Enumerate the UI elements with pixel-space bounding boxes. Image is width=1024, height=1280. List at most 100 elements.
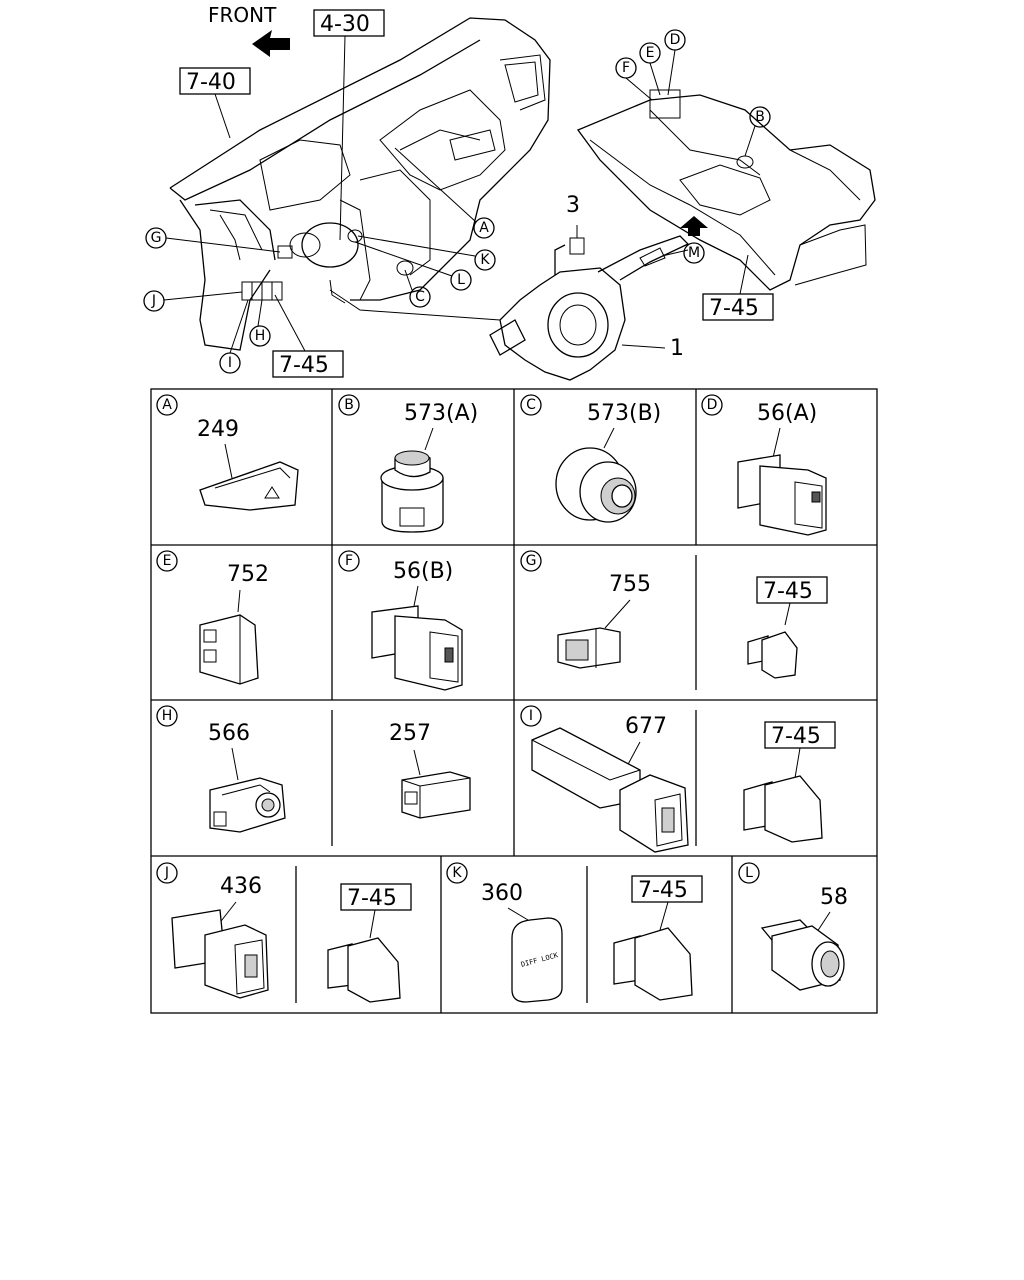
blank-switch-e-illustration bbox=[199, 614, 259, 685]
svg-text:H: H bbox=[255, 328, 266, 344]
callout-D: D bbox=[664, 29, 686, 96]
callout-E: E bbox=[639, 42, 661, 96]
diff-lock-switch-illustration: DIFF LOCK bbox=[511, 917, 563, 1003]
part-number: 257 bbox=[389, 721, 431, 746]
callout-C: C bbox=[404, 269, 431, 308]
svg-text:G: G bbox=[526, 553, 537, 569]
combination-switch-illustration: 3 1 bbox=[489, 193, 708, 381]
center-console-illustration bbox=[576, 89, 876, 295]
ref-7-45-lower: 7-45 bbox=[279, 353, 329, 378]
svg-text:A: A bbox=[479, 220, 489, 236]
part-number: 436 bbox=[220, 874, 262, 899]
callout-H: H bbox=[249, 299, 271, 347]
switch-j-illustration bbox=[171, 909, 269, 999]
part-number: 677 bbox=[625, 714, 667, 739]
svg-text:A: A bbox=[162, 397, 172, 413]
knob-switch-b-illustration bbox=[380, 450, 444, 533]
svg-text:D: D bbox=[707, 397, 718, 413]
svg-text:K: K bbox=[452, 865, 462, 881]
ref-4-30: 4-30 bbox=[320, 12, 370, 37]
cell-257: 257 bbox=[389, 721, 471, 819]
ref-7-40: 7-40 bbox=[186, 70, 236, 95]
blank-cover-illustration bbox=[747, 631, 798, 679]
ref-7-45: 7-45 bbox=[771, 724, 821, 749]
svg-text:D: D bbox=[670, 32, 681, 48]
switch-i-illustration bbox=[531, 727, 689, 853]
hazard-switch-illustration bbox=[199, 461, 299, 511]
ref-box-7-45-console bbox=[702, 293, 774, 321]
cell-C: C 573(B) bbox=[520, 394, 661, 523]
svg-text:L: L bbox=[457, 272, 465, 288]
part-3: 3 bbox=[566, 193, 580, 218]
callout-F: F bbox=[615, 57, 653, 101]
svg-text:M: M bbox=[688, 245, 700, 261]
cell-D: D 56(A) bbox=[701, 394, 827, 536]
blank-cover-illustration bbox=[613, 927, 693, 1001]
blank-cover-illustration bbox=[743, 775, 823, 843]
mirror-switch-h-illustration bbox=[209, 777, 286, 833]
svg-text:H: H bbox=[162, 708, 173, 724]
parts-grid bbox=[150, 388, 878, 1014]
callout-K: K bbox=[357, 235, 496, 271]
part-number: 56(B) bbox=[393, 559, 453, 584]
cell-blank-7-45-a: 7-45 bbox=[747, 576, 828, 679]
cell-A: A 249 bbox=[156, 394, 299, 511]
callout-I: I bbox=[219, 299, 249, 374]
callout-M: M bbox=[661, 242, 705, 264]
ref-7-45-console: 7-45 bbox=[709, 296, 759, 321]
ref-7-45: 7-45 bbox=[638, 878, 688, 903]
part-number: 58 bbox=[820, 885, 848, 910]
ref-7-45: 7-45 bbox=[347, 886, 397, 911]
svg-text:B: B bbox=[344, 397, 354, 413]
cell-B: B 573(A) bbox=[338, 394, 478, 533]
overview-illustration: FRONT 4-30 7-40 bbox=[143, 3, 876, 381]
cell-I: I 677 bbox=[520, 705, 689, 853]
part-number: 56(A) bbox=[757, 401, 817, 426]
dashboard-illustration bbox=[169, 17, 551, 351]
part-number: 360 bbox=[481, 881, 523, 906]
front-label: FRONT bbox=[208, 3, 277, 27]
cell-L: L 58 bbox=[738, 862, 848, 991]
svg-text:C: C bbox=[415, 289, 425, 305]
switch-l-illustration bbox=[760, 919, 845, 991]
cell-H: H 566 bbox=[156, 705, 286, 833]
svg-text:F: F bbox=[345, 553, 353, 569]
cell-F: F 56(B) bbox=[338, 550, 463, 691]
svg-text:I: I bbox=[228, 355, 232, 371]
knob-switch-c-illustration bbox=[555, 447, 637, 523]
svg-text:L: L bbox=[745, 865, 753, 881]
up-arrow-icon bbox=[680, 216, 708, 236]
rocker-switch-f-illustration bbox=[371, 605, 463, 691]
blank-cover-illustration bbox=[327, 937, 401, 1003]
switch-257-illustration bbox=[401, 771, 471, 819]
front-arrow-icon bbox=[252, 30, 290, 57]
svg-text:B: B bbox=[755, 109, 765, 125]
part-number: 566 bbox=[208, 721, 250, 746]
cell-blank-7-45-d: 7-45 bbox=[613, 875, 703, 1001]
part-1: 1 bbox=[670, 336, 684, 361]
svg-text:J: J bbox=[164, 865, 169, 881]
svg-text:G: G bbox=[151, 230, 162, 246]
svg-text:K: K bbox=[480, 252, 490, 268]
svg-text:E: E bbox=[163, 553, 172, 569]
hazard-triangle-icon bbox=[264, 486, 280, 499]
switch-g-illustration bbox=[557, 627, 621, 669]
cell-E: E 752 bbox=[156, 550, 269, 685]
svg-text:E: E bbox=[646, 45, 655, 61]
rocker-switch-d-illustration bbox=[737, 454, 827, 536]
cell-J: J 436 bbox=[156, 862, 269, 999]
callout-J: J bbox=[143, 290, 243, 312]
callout-L: L bbox=[354, 241, 472, 291]
ref-box-4-30 bbox=[313, 9, 385, 37]
part-number: 249 bbox=[197, 417, 239, 442]
svg-text:I: I bbox=[529, 708, 533, 724]
svg-text:J: J bbox=[151, 293, 156, 309]
cell-blank-7-45-c: 7-45 bbox=[327, 883, 412, 1003]
callout-A: A bbox=[394, 147, 495, 239]
cell-blank-7-45-b: 7-45 bbox=[743, 721, 836, 843]
svg-text:F: F bbox=[622, 60, 630, 76]
part-number: 573(A) bbox=[404, 401, 478, 426]
callout-B: B bbox=[749, 106, 771, 128]
callout-G: G bbox=[145, 227, 281, 253]
